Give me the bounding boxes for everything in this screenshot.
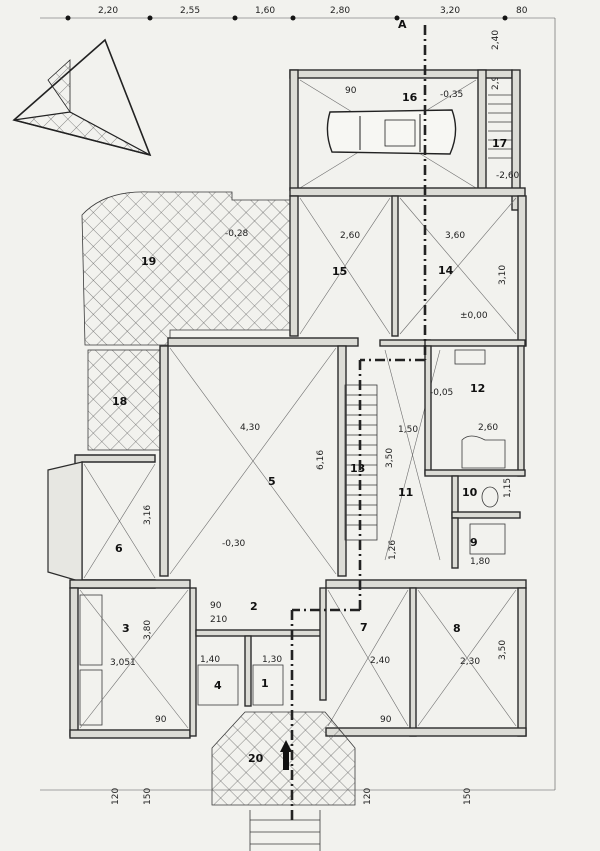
room-10-dim: 1,15 — [503, 478, 513, 498]
room-13-label: 13 — [350, 462, 365, 475]
room-19-label: 19 — [141, 255, 156, 268]
room-5-width: 4,30 — [240, 423, 260, 433]
top-dim-1: 2,20 — [98, 6, 118, 16]
level-garage: -0,35 — [440, 90, 463, 100]
room-15-label: 15 — [332, 265, 347, 278]
room-17-label: 17 — [492, 137, 507, 150]
garage-door-width: 90 — [345, 86, 357, 96]
room-13-stair: 13 1,26 — [344, 384, 398, 560]
right-dim-1: 2,40 — [491, 30, 501, 50]
north-arrow-icon — [12, 38, 152, 157]
room-11-height: 3,50 — [385, 448, 395, 468]
porch-20: 20 — [211, 711, 356, 851]
room-10-label: 10 — [462, 486, 478, 499]
room-2-dim: 90 — [210, 601, 222, 611]
section-marker-label: A — [398, 18, 407, 31]
level-r5: -0,30 — [222, 539, 246, 549]
room-20-label: 20 — [248, 752, 264, 765]
room-13-width: 1,26 — [388, 540, 398, 560]
room-6-height: 3,16 — [143, 505, 153, 525]
room-15-width: 2,60 — [340, 231, 360, 241]
room-2-label: 2 — [250, 600, 258, 613]
room-1-label: 1 — [261, 677, 269, 690]
room-3-width: 3,051 — [110, 658, 136, 668]
top-dim-3: 1,60 — [255, 6, 275, 16]
room-6-label: 6 — [115, 542, 123, 555]
top-dim-5: 3,20 — [440, 6, 460, 16]
room-16-label: 16 — [402, 91, 418, 104]
rooms-1-2-4: 2 90 210 4 1,40 1 1,30 — [189, 587, 327, 737]
kitchen-window: 90 — [155, 715, 167, 725]
level-terrace: -0,28 — [225, 229, 249, 239]
level-r14: ±0,00 — [460, 311, 488, 321]
room-6: 6 3,16 — [47, 454, 156, 589]
room-4-width: 1,40 — [200, 655, 220, 665]
room-1-width: 1,30 — [262, 655, 282, 665]
room-9-shower: 9 1,80 — [451, 511, 521, 569]
top-dim-4: 2,80 — [330, 6, 350, 16]
bottom-dimensions: 120 150 120 150 — [40, 788, 555, 805]
room-12-label: 12 — [470, 382, 485, 395]
room-18-label: 18 — [112, 395, 127, 408]
room-7-width: 2,40 — [370, 656, 390, 666]
level-r17: -2,60 — [496, 171, 520, 181]
room-11-width: 1,50 — [398, 425, 418, 435]
top-dim-2: 2,55 — [180, 6, 200, 16]
room-5-label: 5 — [268, 475, 276, 488]
room-14-height: 3,10 — [498, 265, 508, 285]
room-15-14-block: 15 14 2,60 3,60 3,10 ±0,00 — [289, 187, 527, 347]
room-3-label: 3 — [122, 622, 130, 635]
room-12-width: 2,60 — [478, 423, 498, 433]
bottom-dim-4: 150 — [463, 788, 473, 805]
room-9-dim: 1,80 — [470, 557, 490, 567]
room-7-window: 90 — [380, 715, 392, 725]
top-dim-6: 80 — [516, 6, 528, 16]
room-12-bath: 12 2,60 -0,05 — [424, 339, 526, 477]
room-4-label: 4 — [214, 679, 222, 692]
room-17-stair: 17 -2,60 — [488, 69, 521, 211]
bottom-dim-3: 120 — [363, 788, 373, 805]
room-8-width: 2,30 — [460, 657, 480, 667]
room-8-label: 8 — [453, 622, 461, 635]
room-5-height: 6,16 — [316, 450, 326, 470]
stair-17-treads — [488, 94, 512, 159]
room-11-hall: 11 1,50 3,50 — [379, 339, 441, 561]
bottom-dim-1: 120 — [111, 788, 121, 805]
room-5-living: 5 4,30 6,16 -0,30 — [159, 337, 359, 577]
top-dimension-line: 2,20 2,55 1,60 2,80 3,20 80 2,40 2,90 — [40, 6, 556, 790]
terrace-18: 18 — [87, 349, 169, 451]
right-dim-2: 2,90 — [491, 70, 501, 90]
level-r12: -0,05 — [430, 388, 453, 398]
terrace-19: 19 -0,28 — [81, 191, 291, 346]
room-14-label: 14 — [438, 264, 454, 277]
room-11-label: 11 — [398, 486, 413, 499]
section-cut-line: A — [290, 18, 427, 820]
room-3-height: 3,80 — [143, 620, 153, 640]
room-3-kitchen: 3 3,051 3,80 90 — [69, 579, 191, 739]
room-7-label: 7 — [360, 621, 368, 634]
car-icon — [326, 109, 457, 155]
bottom-dim-2: 150 — [143, 788, 153, 805]
room-8-height: 3,50 — [498, 640, 508, 660]
room-2-dim2: 210 — [210, 615, 227, 625]
room-9-label: 9 — [470, 536, 478, 549]
room-14-width: 3,60 — [445, 231, 465, 241]
room-10-wc: 10 1,15 — [451, 475, 513, 517]
rooms-7-8: 7 8 2,40 2,30 3,50 90 — [325, 579, 527, 737]
